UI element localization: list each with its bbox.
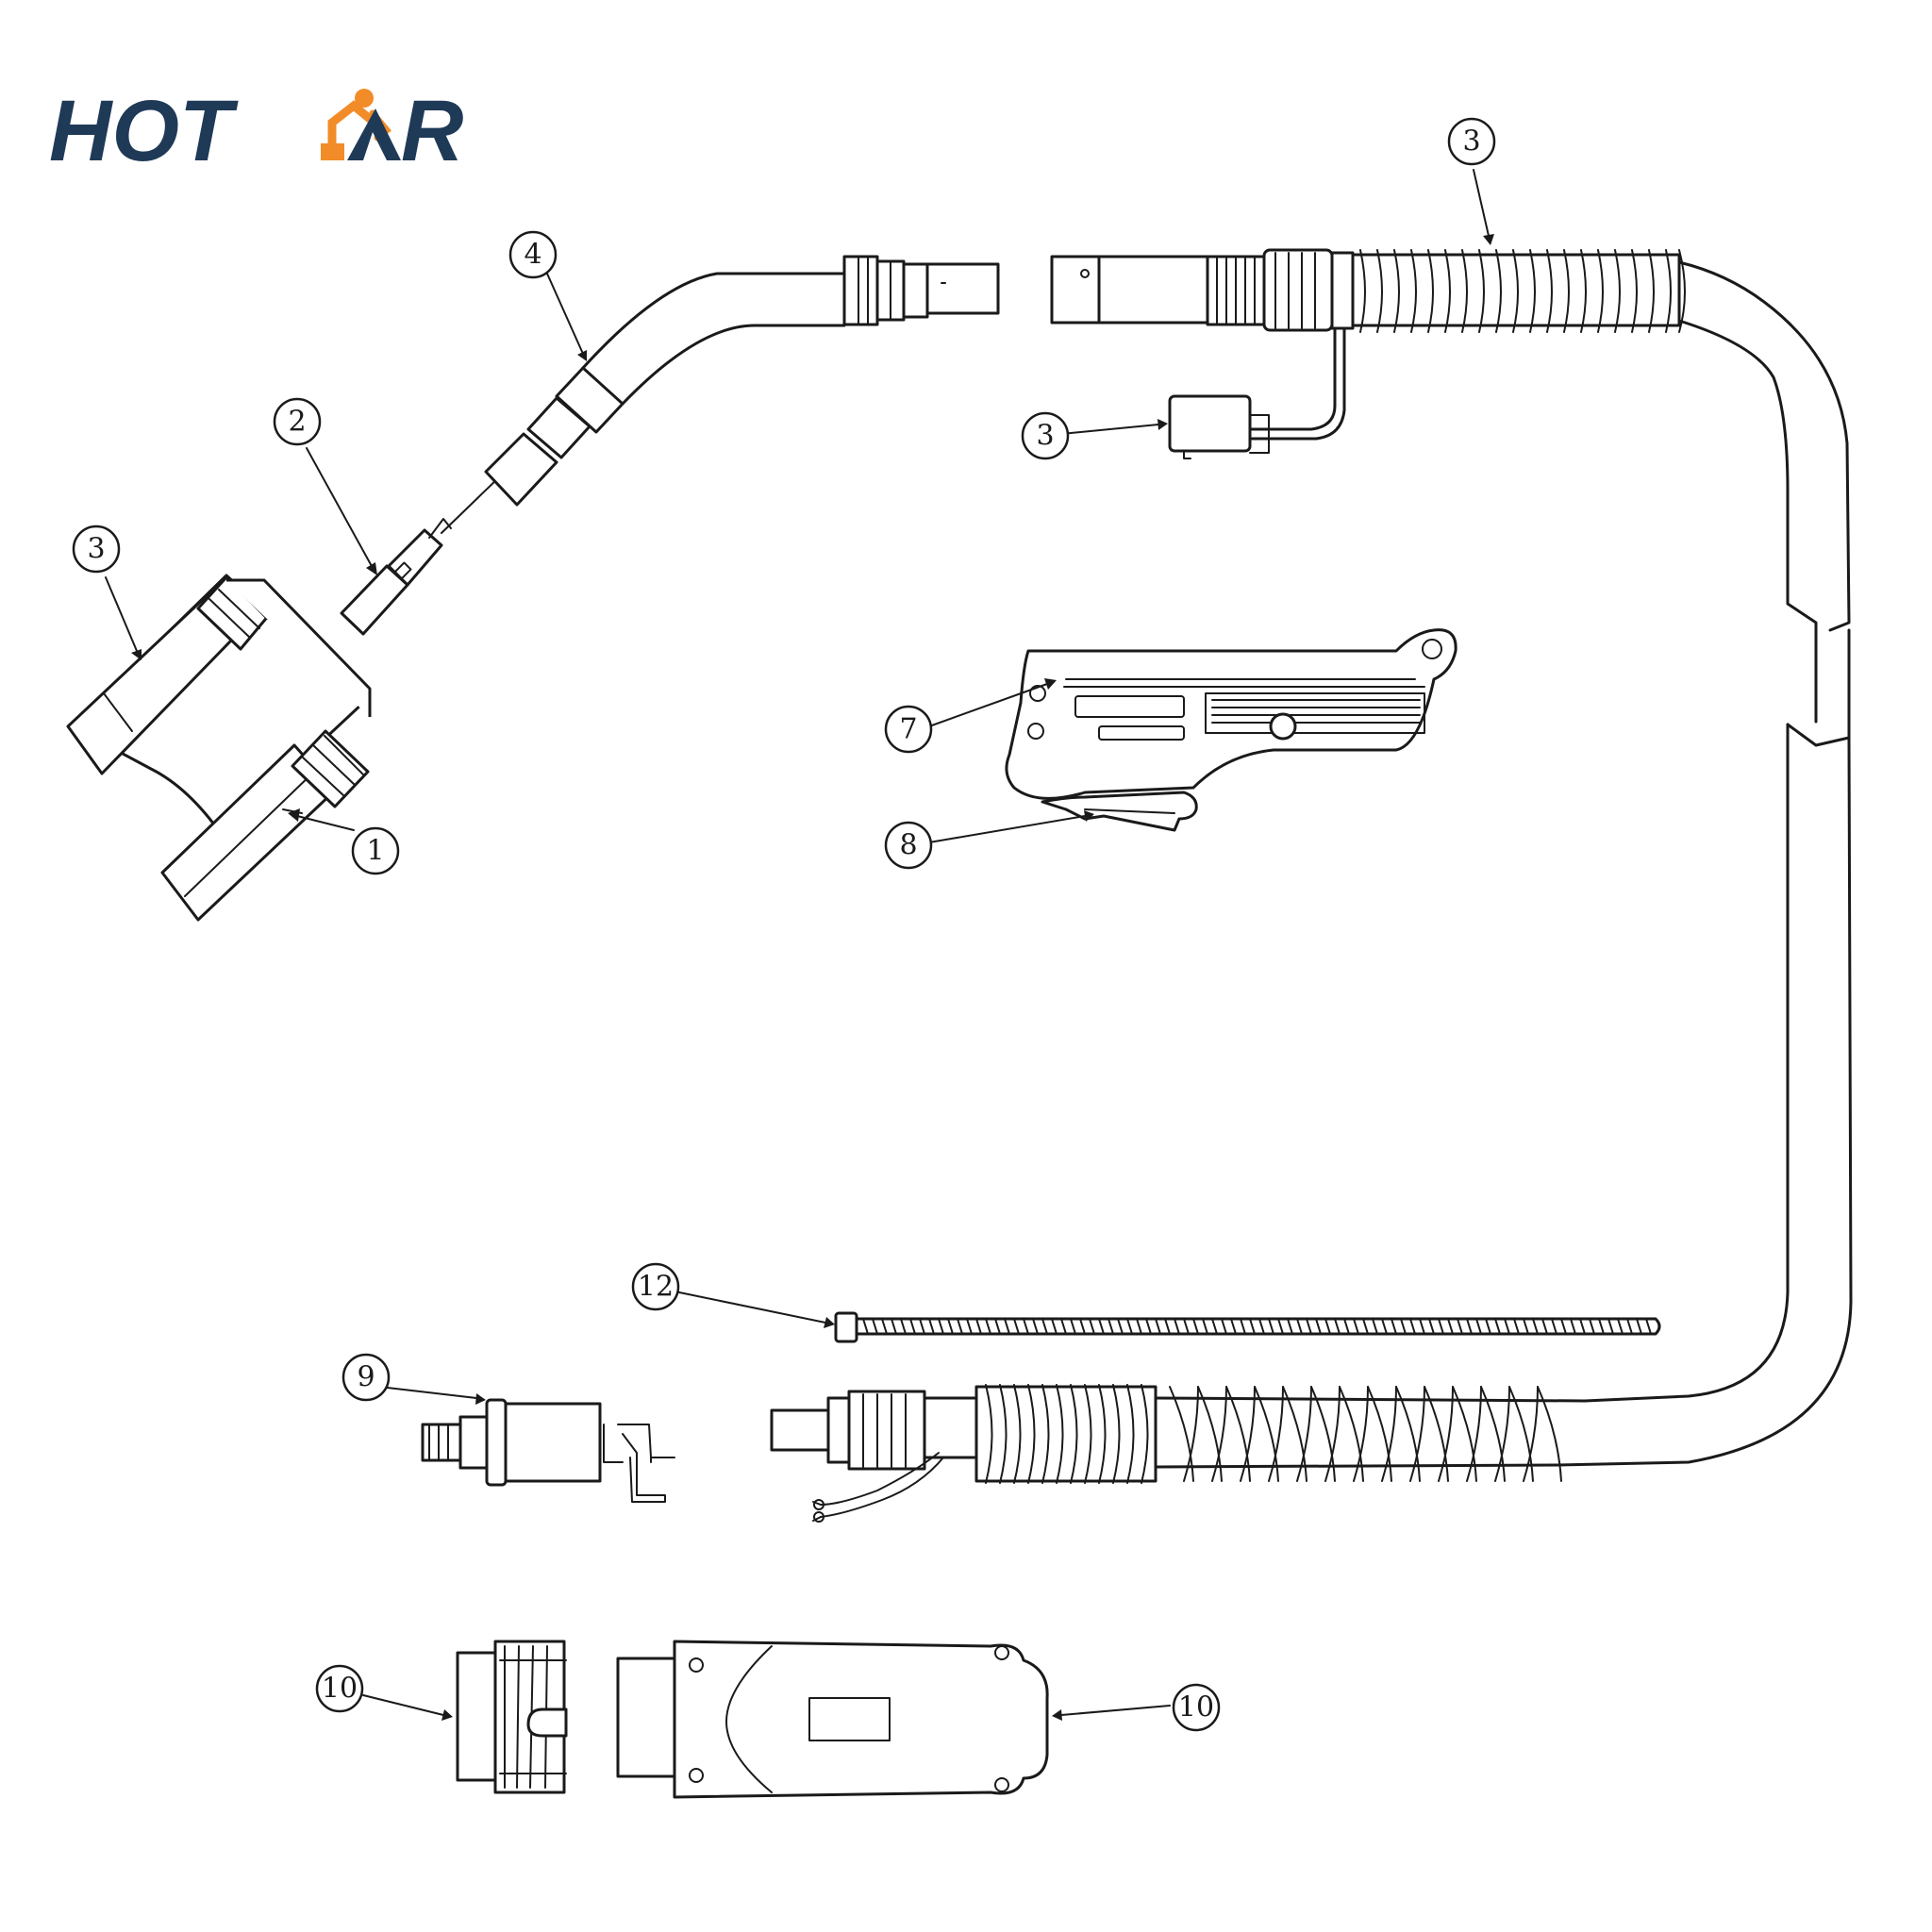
callout-10-handle: 10 [1172, 1683, 1221, 1732]
contact-tip [340, 475, 501, 636]
callout-3: 3 [72, 525, 121, 574]
svg-text:8: 8 [899, 829, 917, 862]
callout-7: 7 [884, 705, 933, 754]
svg-text:9: 9 [357, 1361, 375, 1394]
callout-10-nut: 10 [315, 1664, 364, 1713]
callout-8: 8 [884, 821, 933, 870]
cable-front-end [770, 1390, 978, 1523]
svg-text:4: 4 [524, 239, 541, 272]
brand-text-left: HOT [49, 83, 239, 179]
cable-spring-bottom [974, 1384, 1587, 1484]
svg-text:1: 1 [366, 835, 384, 868]
callout-3-trigger-lead: 3 [1021, 411, 1070, 460]
svg-text:7: 7 [899, 713, 917, 746]
svg-text:3: 3 [1036, 420, 1054, 453]
callout-12: 12 [631, 1262, 680, 1311]
cable-spring-top [1351, 249, 1686, 333]
nozzle-assembly [66, 574, 372, 922]
callout-2: 2 [273, 397, 322, 446]
swan-neck [484, 255, 1000, 507]
robot-arm-icon [321, 89, 401, 160]
svg-text:10: 10 [322, 1673, 358, 1706]
callout-1: 1 [351, 826, 400, 875]
cable-rear-connector [1050, 248, 1355, 332]
svg-text:3: 3 [87, 533, 105, 566]
rear-handle [616, 1640, 1049, 1799]
locking-nut [456, 1640, 568, 1794]
trigger [1041, 791, 1198, 832]
liner [834, 1311, 1661, 1343]
trigger-connector [1168, 326, 1346, 459]
svg-text:2: 2 [288, 406, 306, 439]
callout-9: 9 [341, 1353, 391, 1402]
callout-3-cable: 3 [1447, 117, 1496, 166]
brand-logo: HOT R [49, 83, 463, 179]
brand-text-right: R [401, 83, 463, 179]
handle-shell [1005, 628, 1457, 800]
main-cable [1555, 260, 1853, 1467]
leader-lines [105, 169, 1494, 1721]
svg-text:3: 3 [1462, 125, 1480, 158]
callout-4: 4 [508, 230, 558, 279]
svg-text:10: 10 [1178, 1691, 1214, 1724]
svg-text:12: 12 [638, 1271, 674, 1304]
euro-adaptor [421, 1398, 675, 1503]
